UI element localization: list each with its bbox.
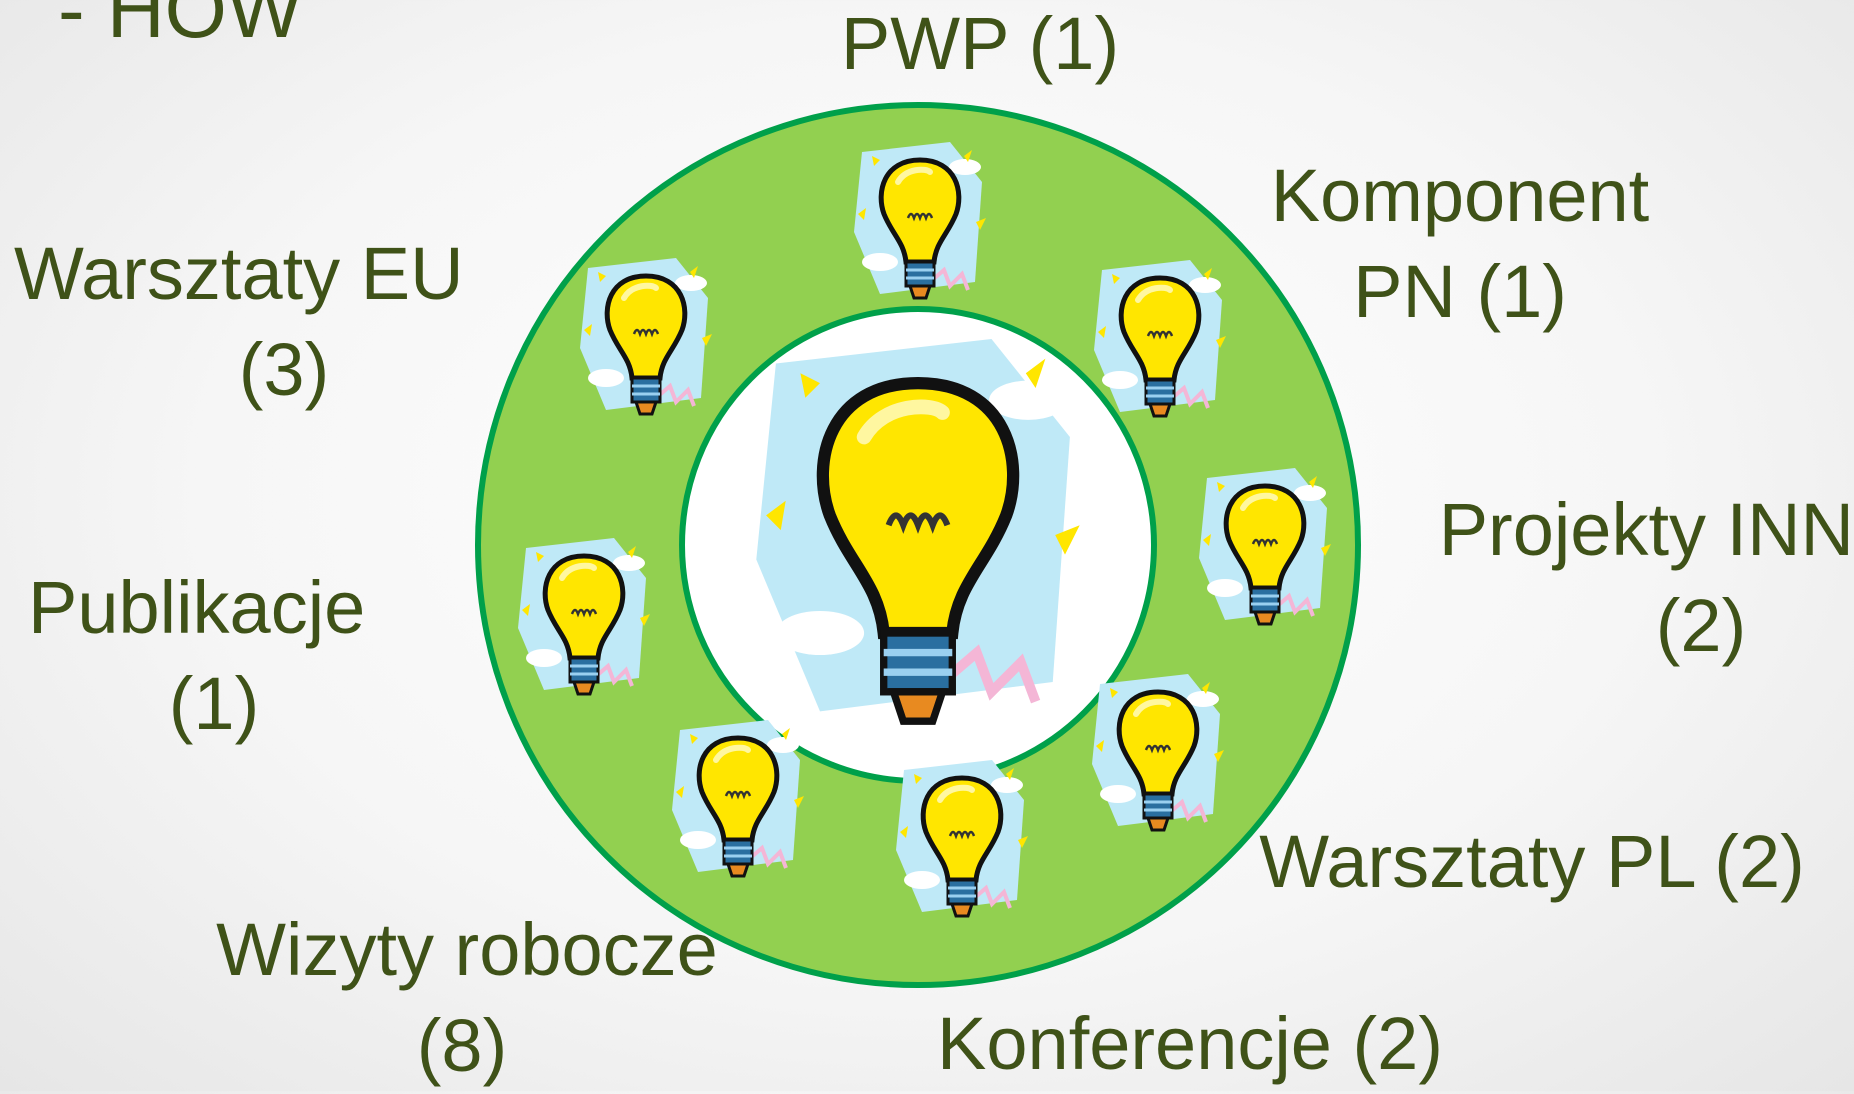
label-komponent-pn: Komponent PN (1) [1270,154,1650,333]
lightbulb-icon [672,720,804,876]
lightbulb-icon [1092,674,1224,830]
lightbulb-icon [1094,260,1226,416]
lightbulb-icon [580,258,712,414]
slide-title: - HOW [58,0,303,54]
label-warsztaty-pl: Warsztaty PL (2) [1259,820,1805,903]
lightbulb-icon [896,760,1028,916]
lightbulb-icon [518,538,650,694]
label-publikacje: Publikacje (1) [28,566,366,745]
label-wizyty-robocze: Wizyty robocze (8) [216,908,718,1087]
label-konferencje: Konferencje (2) [937,1002,1443,1085]
lightbulb-icon [854,142,986,298]
label-warsztaty-eu: Warsztaty EU (3) [14,232,464,411]
label-pwp: PWP (1) [840,2,1120,85]
lightbulb-icon [1199,468,1331,624]
lightbulb-icon [756,339,1079,721]
label-projekty-inn: Projekty INN (2) [1438,488,1854,667]
